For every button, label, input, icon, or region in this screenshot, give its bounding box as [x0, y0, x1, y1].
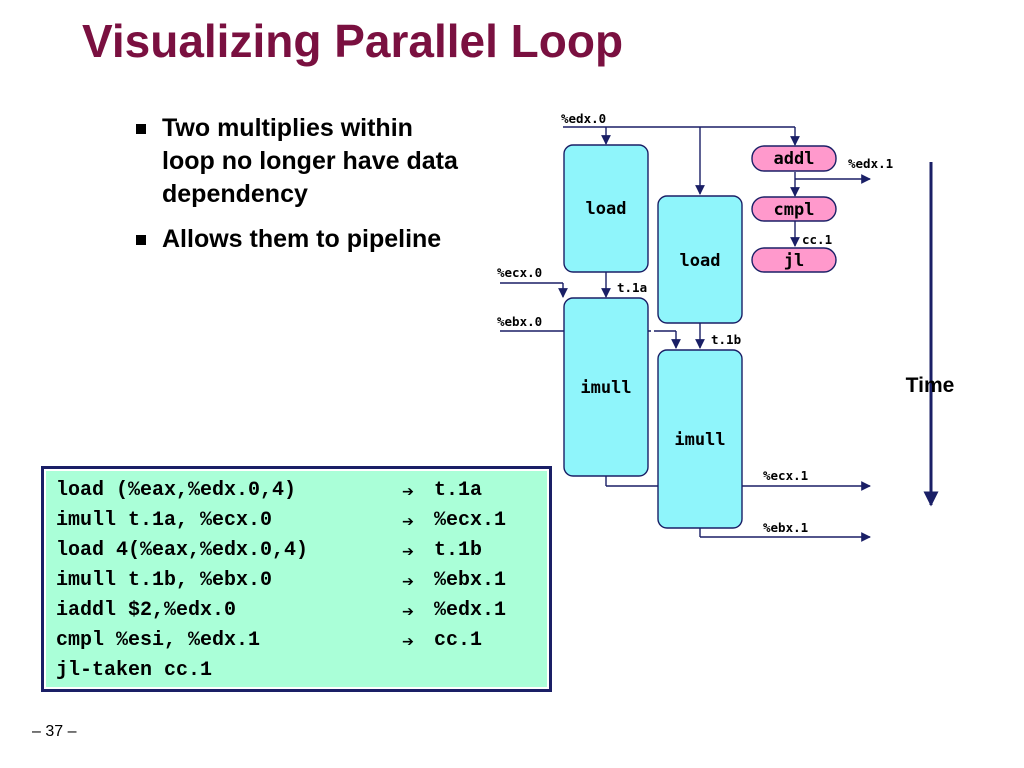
code-dst: t.1b: [434, 539, 483, 562]
bullet-text: Two multiplies within loop no longer hav…: [162, 114, 458, 208]
cmpl-box: [751, 196, 837, 222]
addl-label: addl: [774, 149, 815, 169]
jl-box: [751, 247, 837, 273]
arrow-icon: ➔: [402, 542, 415, 565]
arrow-icon: ➔: [402, 632, 415, 655]
code-src: imull t.1b, %ebx.0: [56, 569, 273, 592]
edx0-label: %edx.0: [561, 111, 606, 126]
cc1-label: cc.1: [802, 232, 832, 247]
code-line: load (%eax,%edx.0,4) ➔ t.1a: [56, 479, 482, 505]
bullet-square-icon: [136, 124, 146, 134]
arrow-icon: ➔: [402, 482, 415, 505]
code-line: imull t.1b, %ebx.0 ➔ %ebx.1: [56, 569, 506, 595]
ecx1-label: %ecx.1: [763, 468, 808, 483]
code-src: cmpl %esi, %edx.1: [56, 629, 261, 652]
code-line: load 4(%eax,%edx.0,4) ➔ t.1b: [56, 539, 482, 565]
arrow-icon: ➔: [402, 572, 415, 595]
code-dst: %ecx.1: [434, 509, 507, 532]
edx1-label: %edx.1: [848, 156, 893, 171]
bullet-item: Two multiplies within loop no longer hav…: [132, 112, 462, 211]
code-dst: t.1a: [434, 479, 483, 502]
code-src: load (%eax,%edx.0,4): [56, 479, 297, 502]
imull2-box: [657, 349, 743, 529]
arrow-icon: ➔: [402, 602, 415, 625]
code-src: load 4(%eax,%edx.0,4): [56, 539, 309, 562]
code-src: jl-taken cc.1: [56, 659, 213, 682]
page-number: – 37 –: [32, 723, 77, 740]
code-line: imull t.1a, %ecx.0 ➔ %ecx.1: [56, 509, 506, 535]
code-dst: %ebx.1: [434, 569, 507, 592]
t1a-label: t.1a: [617, 280, 647, 295]
load2-box: [657, 195, 743, 324]
imull1-label: imull: [580, 378, 631, 398]
bullet-item: Allows them to pipeline: [132, 223, 462, 256]
load1-label: load: [586, 199, 627, 219]
code-line: jl-taken cc.1: [56, 659, 212, 682]
code-src: imull t.1a, %ecx.0: [56, 509, 273, 532]
code-line: cmpl %esi, %edx.1 ➔ cc.1: [56, 629, 482, 655]
code-src: iaddl $2,%edx.0: [56, 599, 237, 622]
cmpl-label: cmpl: [774, 200, 815, 220]
load2-label: load: [680, 251, 721, 271]
imull1-box: [563, 297, 649, 477]
code-listing: load (%eax,%edx.0,4) ➔ t.1a imull t.1a, %e…: [41, 466, 552, 692]
ecx0-label: %ecx.0: [497, 265, 542, 280]
ebx0-label: %ebx.0: [497, 314, 542, 329]
code-dst: cc.1: [434, 629, 483, 652]
ebx1-label: %ebx.1: [763, 520, 808, 535]
addl-box: [751, 145, 837, 172]
code-line: iaddl $2,%edx.0 ➔ %edx.1: [56, 599, 506, 625]
arrow-icon: ➔: [402, 512, 415, 535]
t1b-label: t.1b: [711, 332, 741, 347]
load1-box: [563, 144, 649, 273]
bullet-square-icon: [136, 235, 146, 245]
time-label: Time: [906, 374, 955, 397]
code-dst: %edx.1: [434, 599, 507, 622]
slide-title: Visualizing Parallel Loop: [82, 15, 624, 67]
bullet-text: Allows them to pipeline: [162, 225, 442, 253]
imull2-label: imull: [674, 430, 725, 450]
bullet-list: Two multiplies within loop no longer hav…: [132, 112, 462, 268]
jl-label: jl: [784, 251, 804, 271]
